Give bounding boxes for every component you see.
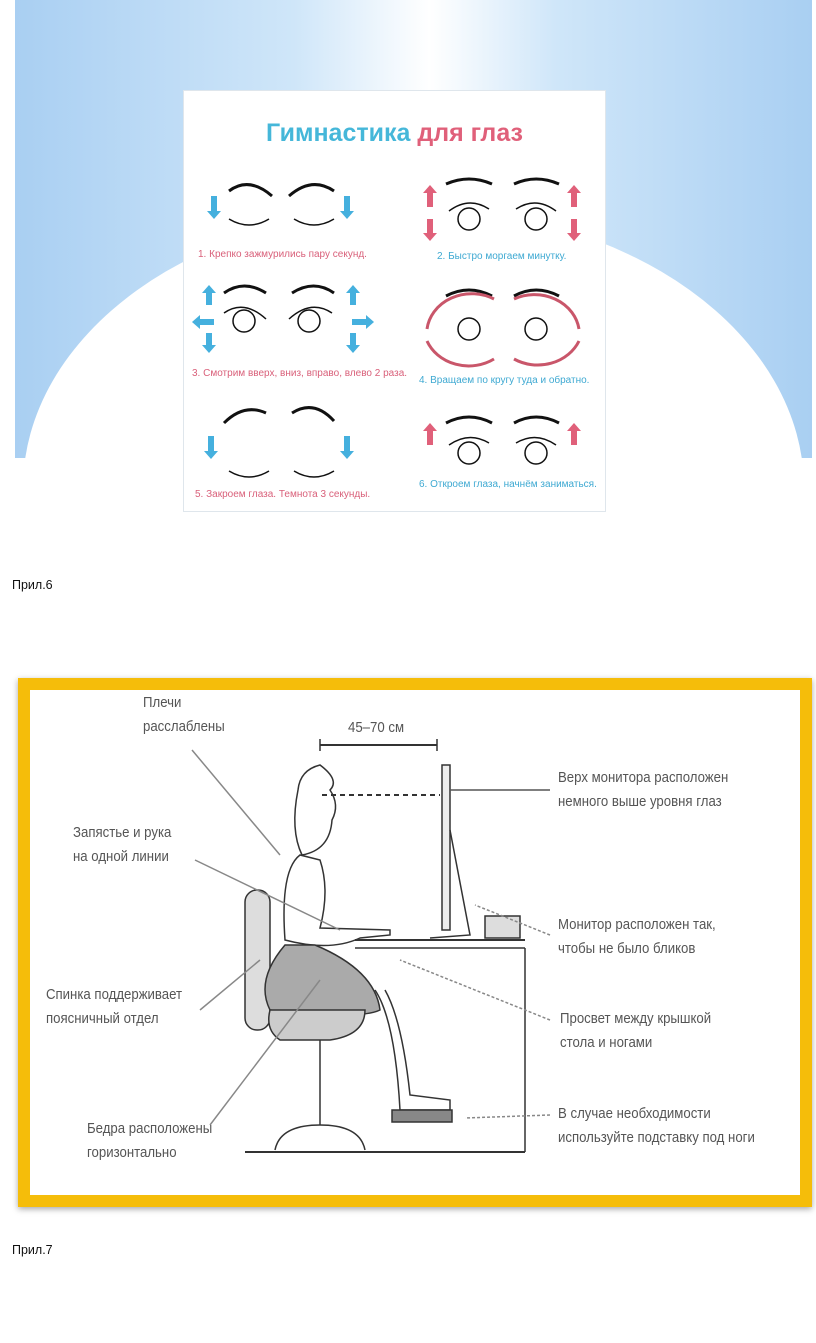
eye-gymnastics-figure: Гимнастика для глаз [183, 90, 606, 512]
rotation-arrows-icon [425, 292, 581, 368]
monitor [441, 764, 451, 931]
footrest [391, 1109, 453, 1123]
appendix-6-caption: Прил.6 [12, 578, 53, 592]
chair-seat [268, 1009, 366, 1041]
step-1-caption: 1. Крепко зажмурились пару секунд. [198, 249, 367, 260]
person-torso [283, 854, 391, 947]
label-monitor-glare: Монитор расположен так,чтобы не было бли… [558, 916, 716, 957]
step-4-caption: 4. Вращаем по кругу туда и обратно. [419, 375, 590, 386]
eyebrows-icon [222, 177, 560, 425]
person-skirt [264, 944, 381, 1016]
figure-title: Гимнастика для глаз [266, 119, 523, 147]
step-2-caption: 2. Быстро моргаем минутку. [437, 251, 567, 262]
eye-illustrations [192, 177, 581, 478]
chair-back [244, 889, 271, 1031]
appendix-7-caption: Прил.7 [12, 1243, 53, 1257]
person-head [294, 764, 337, 856]
pink-arrows-icon [423, 185, 581, 445]
blue-arrows-icon [192, 196, 374, 459]
step-6-caption: 6. Откроем глаза, начнём заниматься. [419, 479, 597, 490]
workstation-illustration [191, 739, 551, 1153]
label-distance: 45–70 см [348, 719, 405, 736]
step-5-caption: 5. Закроем глаза. Темнота 3 секунды. [195, 489, 371, 500]
step-3-caption: 3. Смотрим вверх, вниз, вправо, влево 2 … [192, 368, 408, 379]
chair-base [274, 1124, 366, 1151]
person-leg [374, 989, 451, 1111]
eyes-icon [223, 202, 557, 478]
